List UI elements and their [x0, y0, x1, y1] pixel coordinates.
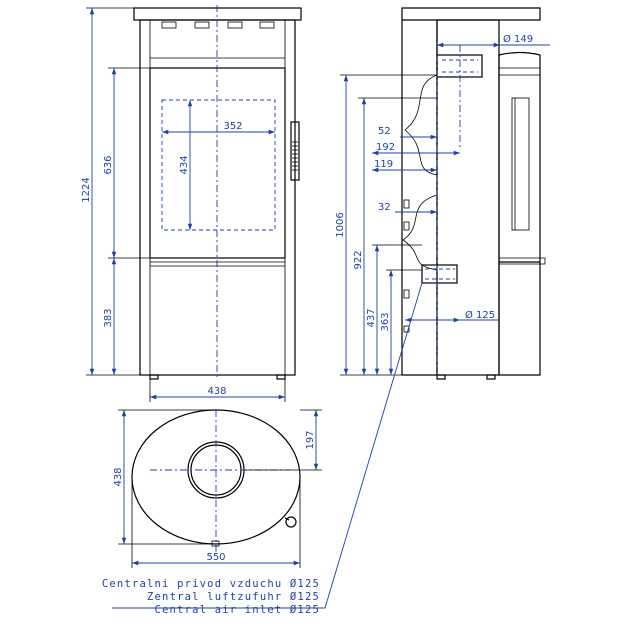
legend: Centralni privod vzduchu Ø125 Zentral lu…: [102, 578, 320, 616]
dim-383: 383: [103, 308, 114, 327]
dim-1224: 1224: [81, 177, 92, 202]
handle-knob: [285, 516, 297, 528]
dim-352: 352: [223, 121, 242, 132]
front-body: [139, 19, 296, 376]
dim-dia-125: Ø 125: [465, 309, 495, 321]
dim-437: 437: [366, 308, 377, 327]
side-dimensions: Ø 149 1006 922 437 363 52 192 119 32 Ø 1…: [335, 33, 550, 376]
top-flue-outlet: [436, 54, 483, 78]
legend-line-cz: Centralni privod vzduchu Ø125: [102, 578, 320, 590]
side-top-cap: [401, 7, 541, 21]
legend-line-en: Central air inlet Ø125: [155, 604, 320, 616]
dim-434: 434: [179, 155, 190, 174]
side-view: [401, 7, 546, 380]
handle-knurling: [292, 141, 298, 171]
dim-550: 550: [206, 552, 225, 563]
dim-top-438: 438: [113, 467, 124, 486]
front-top-cap: [133, 7, 302, 21]
dim-197: 197: [305, 430, 316, 449]
door-handle: [290, 121, 300, 181]
dim-636: 636: [103, 155, 114, 174]
front-dimensions: 1224 636 383 352 434 438: [81, 7, 286, 402]
glass-outline: [161, 99, 276, 231]
dim-front-438: 438: [207, 386, 226, 397]
dim-1006: 1006: [335, 212, 346, 237]
legend-line-de: Zentral luftzufuhr Ø125: [147, 591, 320, 603]
inlet-leader-line: [112, 282, 423, 609]
top-view: [131, 409, 301, 555]
dim-dia-149: Ø 149: [503, 33, 533, 45]
dim-32: 32: [378, 202, 391, 213]
dim-52: 52: [378, 126, 391, 137]
side-body: [436, 19, 500, 376]
front-top-slots: [161, 21, 275, 29]
dim-363: 363: [380, 312, 391, 331]
front-view: [133, 5, 302, 380]
rear-air-inlet: [421, 264, 458, 284]
dim-119: 119: [374, 159, 393, 170]
dim-922: 922: [353, 250, 364, 269]
dim-192: 192: [376, 142, 395, 153]
front-door: [149, 67, 286, 259]
top-dimensions: 438 197 550: [113, 409, 322, 568]
